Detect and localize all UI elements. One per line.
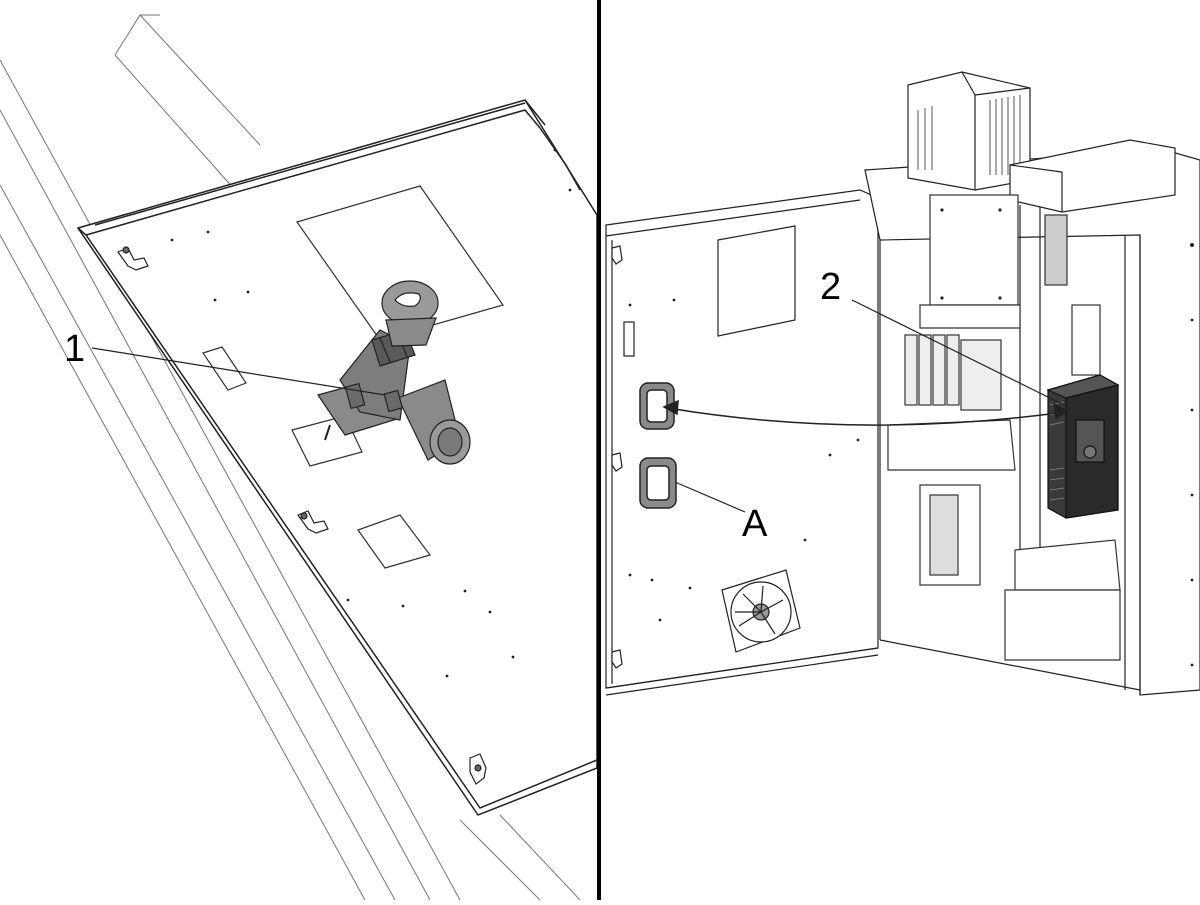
door-panel-outline	[76, 99, 598, 816]
item-1-handle-assembly	[317, 280, 471, 465]
door-gasket-openings	[639, 382, 677, 509]
right-panel-cabinet-view	[605, 71, 1200, 696]
transfer-arrow	[662, 399, 1070, 426]
panel-divider	[597, 0, 601, 900]
top-power-module	[907, 71, 1031, 191]
callout-A-leader	[674, 481, 746, 513]
callout-label-1: 1	[64, 328, 86, 370]
door-label-plate-right	[717, 225, 796, 337]
cabinet-screw-dots	[940, 208, 1194, 667]
door-screw-dots-right	[628, 298, 860, 622]
door-latch-brackets	[117, 246, 487, 785]
callout-label-A: A	[742, 503, 768, 545]
door-fan	[721, 569, 801, 653]
callout-1-leader	[91, 347, 386, 396]
cabinet-open-door	[605, 189, 879, 696]
door-slot	[623, 321, 635, 357]
support-rails	[0, 14, 581, 901]
door-cutout-lower	[357, 514, 432, 569]
left-panel-door-view	[0, 14, 598, 901]
callout-label-2: 2	[820, 266, 842, 308]
door-cutout-handle-base	[291, 415, 363, 467]
callout-2-leader	[851, 299, 1071, 409]
door-screw-dots	[170, 148, 572, 678]
door-label-plate	[296, 185, 504, 341]
item-2-drive-module	[1046, 374, 1120, 519]
door-cutout-small	[202, 346, 247, 391]
door-hinge-brackets	[611, 245, 623, 669]
terminal-blocks	[904, 334, 1002, 411]
